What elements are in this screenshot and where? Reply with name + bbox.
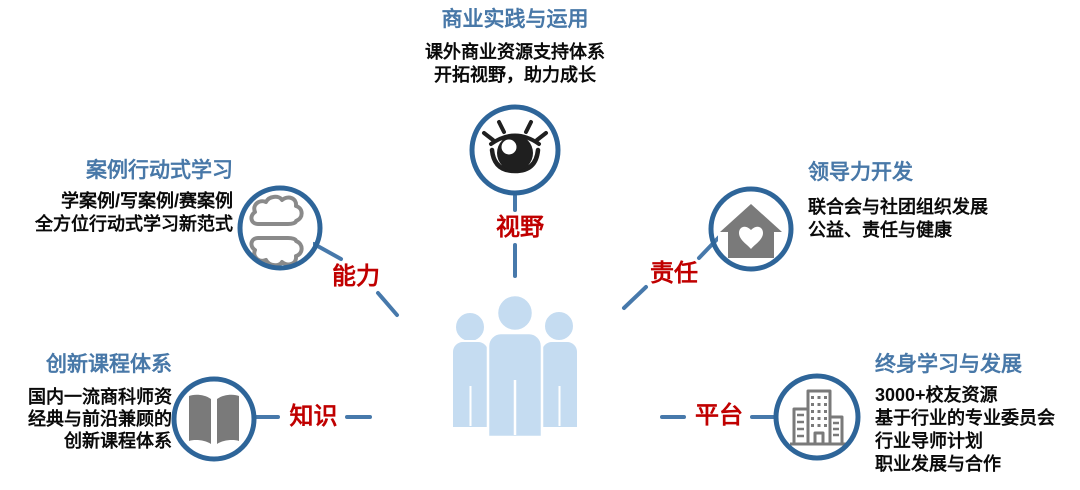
node-lower-right-line: 职业发展与合作 bbox=[875, 454, 1001, 474]
node-upper-right-text: 领导力开发 联合会与社团组织发展 公益、责任与健康 bbox=[808, 160, 1038, 242]
keyword-ability: 能力 bbox=[332, 263, 380, 290]
node-upper-right-line: 公益、责任与健康 bbox=[808, 220, 952, 240]
node-upper-left-line: 全方位行动式学习新范式 bbox=[35, 214, 233, 234]
keyword-vision: 视野 bbox=[496, 214, 544, 241]
keyword-platform: 平台 bbox=[695, 402, 743, 429]
node-lower-left-line: 经典与前沿兼顾的 bbox=[28, 409, 172, 429]
brain-icon bbox=[237, 185, 323, 271]
node-upper-right-line: 联合会与社团组织发展 bbox=[808, 197, 988, 217]
node-top-text: 商业实践与运用 课外商业资源支持体系 开拓视野，助力成长 bbox=[375, 7, 655, 87]
node-lower-right-line: 行业导师计划 bbox=[875, 431, 983, 451]
node-top-line: 开拓视野，助力成长 bbox=[434, 65, 596, 85]
node-lower-right-line: 3000+校友资源 bbox=[875, 385, 998, 405]
eye-icon bbox=[469, 104, 561, 196]
node-lower-left-title: 创新课程体系 bbox=[46, 353, 172, 376]
open-book-icon bbox=[171, 376, 257, 462]
node-upper-right-title: 领导力开发 bbox=[808, 161, 913, 184]
node-lower-left-line: 国内一流商科师资 bbox=[28, 387, 172, 407]
node-lower-left-text: 创新课程体系 国内一流商科师资 经典与前沿兼顾的 创新课程体系 bbox=[0, 352, 172, 452]
buildings-icon bbox=[773, 373, 861, 461]
people-figure bbox=[451, 293, 579, 439]
node-top-line: 课外商业资源支持体系 bbox=[425, 42, 605, 62]
house-heart-icon bbox=[708, 186, 794, 272]
node-lower-left-line: 创新课程体系 bbox=[64, 431, 172, 451]
node-lower-right-text: 终身学习与发展 3000+校友资源 基于行业的专业委员会 行业导师计划 职业发展… bbox=[875, 352, 1080, 476]
node-upper-left-line: 学案例/写案例/赛案例 bbox=[60, 191, 233, 211]
connector-lines bbox=[253, 194, 777, 419]
node-upper-left-title: 案例行动式学习 bbox=[86, 159, 233, 182]
node-lower-right-line: 基于行业的专业委员会 bbox=[875, 408, 1055, 428]
node-top-title: 商业实践与运用 bbox=[441, 8, 589, 31]
keyword-knowledge: 知识 bbox=[289, 403, 338, 430]
node-lower-right-title: 终身学习与发展 bbox=[875, 353, 1022, 376]
keyword-responsibility: 责任 bbox=[650, 260, 698, 287]
node-upper-left-text: 案例行动式学习 学案例/写案例/赛案例 全方位行动式学习新范式 bbox=[0, 158, 233, 236]
